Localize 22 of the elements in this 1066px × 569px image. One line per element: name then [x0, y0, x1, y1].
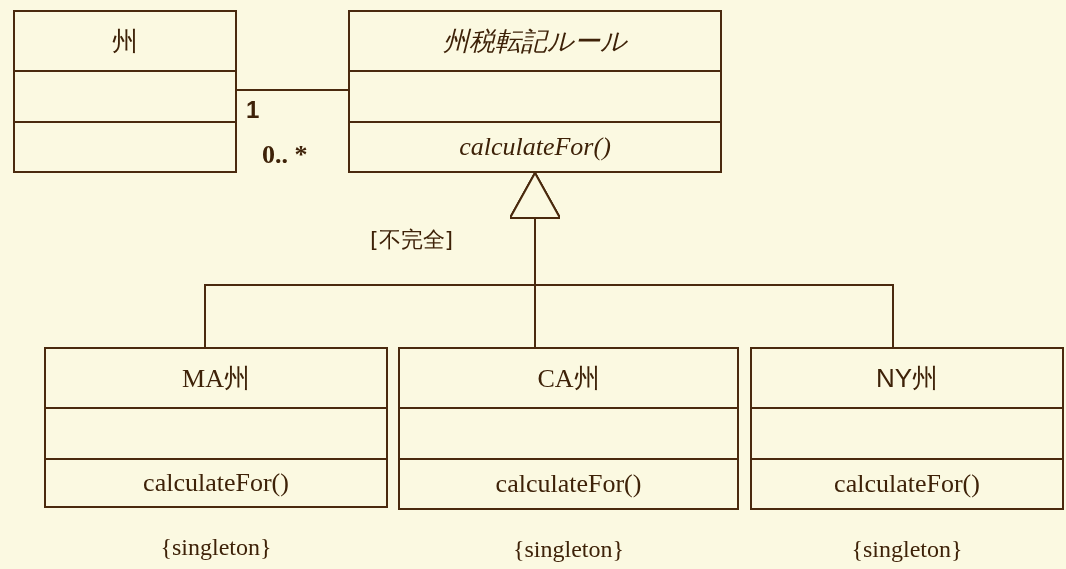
class-box	[13, 10, 237, 173]
multiplicity-label: 0.. *	[262, 140, 308, 170]
constraint-text: {singleton}	[851, 536, 963, 563]
class-box	[398, 347, 739, 510]
class-box	[44, 347, 388, 508]
class-box	[348, 10, 722, 173]
constraint-text: {singleton}	[513, 536, 624, 563]
class-name: NY州	[875, 361, 939, 395]
method-name: calculateFor()	[459, 132, 611, 162]
association-line	[236, 89, 349, 91]
class-name: 州税転記ルール	[443, 24, 627, 58]
generalization-arrow	[509, 172, 894, 348]
method-name: calculateFor()	[834, 469, 980, 499]
class-name: CA州	[537, 362, 600, 395]
multiplicity-label: 1	[246, 96, 260, 124]
method-name: calculateFor()	[495, 469, 642, 499]
class-box	[750, 347, 1064, 510]
class-name: MA州	[182, 362, 250, 395]
constraint-label: [不完全]	[370, 226, 454, 254]
constraint-text: {singleton}	[160, 534, 272, 561]
class-name: 州	[112, 24, 138, 58]
method-name: calculateFor()	[143, 468, 289, 498]
